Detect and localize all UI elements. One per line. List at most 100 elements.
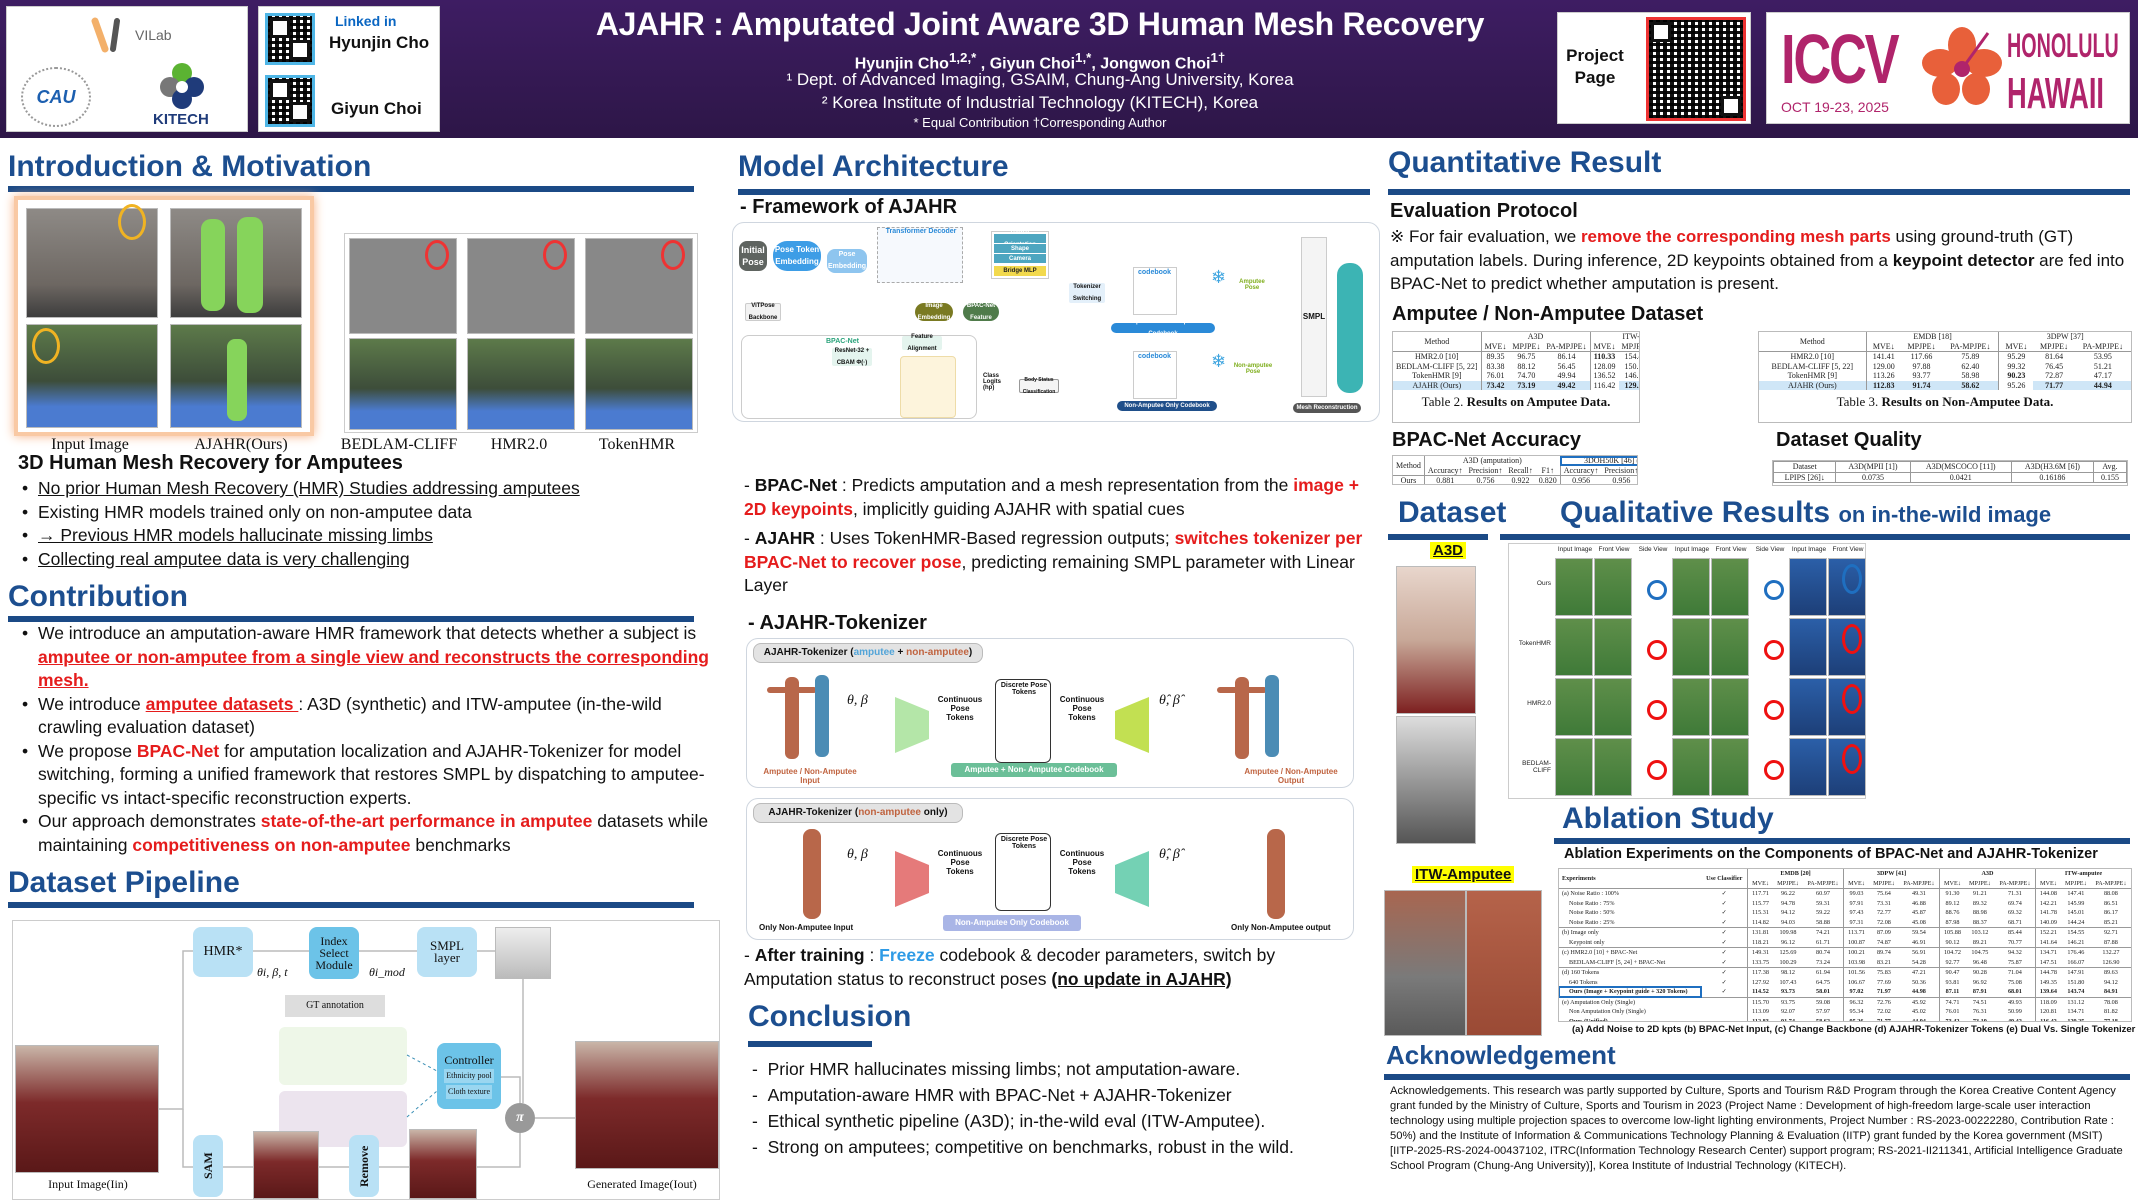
value-cell: 56.45 <box>1557 361 1576 371</box>
value-cell: 95.26 <box>1843 1016 1869 1021</box>
value-cell: 75.08 <box>2007 978 2022 986</box>
value-cell: 106.67 <box>1843 977 1869 987</box>
value-cell: 98.12 <box>1780 969 1795 976</box>
section-divider <box>1388 534 1488 540</box>
continuous-tokens-label: Continuous Pose Tokens <box>1059 695 1105 722</box>
qualitative-result-image <box>1711 738 1749 796</box>
value-cell: 84.91 <box>2103 988 2118 995</box>
tokenizer-diagram-unified: AJAHR-Tokenizer (amputee + non-amputee) … <box>746 638 1354 788</box>
value-cell: 89.21 <box>1972 938 1987 946</box>
table-row: TokenHMR [9]76.0174.7049.94136.52146.129… <box>1393 371 1639 381</box>
project-page-qr[interactable] <box>1646 17 1746 121</box>
transformer-decoder: Transformer Decoder <box>877 227 963 283</box>
value-cell: 58.01 <box>1816 988 1830 995</box>
column-header: Dataset <box>1773 461 1837 473</box>
itw-sample-image-2 <box>1466 890 1542 1036</box>
column-header: MVE↓ <box>1589 341 1619 352</box>
value-cell: 89.32 <box>1972 899 1987 907</box>
value-cell: 142.21 <box>2034 898 2061 908</box>
column-header: Method <box>1424 336 1450 346</box>
index-select-node: Index Select Module <box>309 927 359 979</box>
value-cell: 89.12 <box>1938 898 1965 908</box>
unified-input-label: Amputee / Non-Amputee Input <box>763 767 857 785</box>
ajahr-output-1 <box>170 208 302 318</box>
value-cell: 129.25 <box>2067 1017 2085 1022</box>
value-cell: 0.956 <box>1559 475 1602 484</box>
intro-bullet-sub: → Previous HMR models hallucinate missin… <box>16 524 706 548</box>
value-cell: 87.88 <box>2103 938 2118 946</box>
section-divider <box>1500 534 2130 540</box>
value-cell: 88.37 <box>1972 918 1987 926</box>
table-header-row: MVE↓MPJPE↓PA-MPJPE↓MVE↓MPJPE↓PA-MPJPE↓MV… <box>1559 878 2131 889</box>
value-cell: 50.36 <box>1911 978 1926 986</box>
iccv-logo-box: ICCV OCT 19-23, 2025 HONOLULU HAWAII <box>1766 12 2130 124</box>
tokenizer-subtitle: - AJAHR-Tokenizer <box>748 612 927 634</box>
value-cell: 150.12 <box>1624 361 1639 371</box>
classifier-check: ✓ <box>1721 918 1727 926</box>
value-cell: 97.31 <box>1843 917 1869 928</box>
value-cell: 90.28 <box>1972 969 1987 976</box>
value-cell: 125.69 <box>1779 949 1797 956</box>
value-cell: 72.76 <box>1876 998 1891 1006</box>
eval-protocol-text: ※ For fair evaluation, we remove the cor… <box>1390 227 2125 293</box>
decoder-shape <box>1115 851 1149 907</box>
value-cell: 45.87 <box>1911 909 1926 916</box>
value-cell: 127.92 <box>1747 977 1773 987</box>
value-cell: 58.62 <box>1816 1017 1830 1022</box>
value-cell: 56.91 <box>1911 949 1926 956</box>
value-cell: 73.24 <box>1816 958 1830 966</box>
conclusion-item: - Ethical synthetic pipeline (A3D); in-t… <box>752 1111 1266 1131</box>
ajahr-description: - AJAHR : Uses TokenHMR-Based regression… <box>744 528 1363 595</box>
value-cell: 91.21 <box>1972 890 1987 897</box>
value-cell: 146.12 <box>1624 371 1639 380</box>
value-cell: 74.87 <box>1876 938 1891 946</box>
column-header: MPJPE↓ <box>1777 879 1799 887</box>
bpac-description: - BPAC-Net : Predicts amputation and a m… <box>744 475 1359 519</box>
qr-code-giyun[interactable] <box>265 75 315 127</box>
value-cell: 87.09 <box>1876 929 1891 936</box>
column-header: Precision↑ <box>1604 465 1638 475</box>
equal-contribution-note: * Equal Contribution †Corresponding Auth… <box>913 115 1167 130</box>
value-cell: 89.74 <box>1876 949 1891 956</box>
removed-output-image <box>409 1129 477 1199</box>
value-cell: 44.98 <box>1911 988 1926 995</box>
value-cell: 126.90 <box>2102 958 2120 966</box>
qr-code-hyunjin[interactable] <box>265 13 315 65</box>
column-header: Avg. <box>2092 461 2127 473</box>
value-cell: LPIPS [26]↓ <box>1773 471 1837 483</box>
table-2-caption: Table 2. Results on Amputee Data. <box>1421 394 1611 409</box>
authors: Hyunjin Cho1,2,* , Giyun Choi1,*, Jongwo… <box>854 50 1226 73</box>
itw-amputee-label: ITW-Amputee <box>1412 866 1515 884</box>
method-cell: BEDLAM-CLIFF [5, 22] <box>1771 361 1854 371</box>
intro-bullets: No prior Human Mesh Recovery (HMR) Studi… <box>16 477 706 571</box>
non-amputee-pose-label: Non-amputee Pose <box>1233 363 1273 375</box>
value-cell: 90.23 <box>1998 371 2034 381</box>
classifier-check: ✓ <box>1721 938 1727 946</box>
intro-figure-baselines <box>344 233 698 433</box>
unified-output-label: Amputee / Non-Amputee Output <box>1244 767 1338 785</box>
section-divider <box>738 189 1370 195</box>
qualitative-result-image <box>1672 678 1710 736</box>
value-cell: 166.07 <box>2067 958 2085 966</box>
value-cell: 147.91 <box>2067 969 2085 976</box>
section-divider <box>8 616 694 622</box>
column-header: MVE↓ <box>1843 878 1869 889</box>
group-header: EMDB [20] <box>1747 869 1844 879</box>
value-cell: 44.94 <box>1911 1017 1926 1022</box>
group-header: ITW-amputee <box>1589 332 1639 342</box>
value-cell: 70.77 <box>2007 938 2022 946</box>
conclusion-item: - Strong on amputees; competitive on ben… <box>752 1137 1294 1157</box>
value-cell: 64.75 <box>1816 978 1830 986</box>
contribution-item: We propose BPAC-Net for amputation local… <box>16 740 716 811</box>
value-cell: 73.42 <box>1938 1016 1965 1021</box>
value-cell: 145.99 <box>2067 899 2085 907</box>
value-cell: 0.820 <box>1538 476 1557 485</box>
error-circle <box>543 240 567 270</box>
experiment-cell: BEDLAM-CLIFF [5, 24] + BPAC-Net <box>1569 958 1666 966</box>
location-line-1: HONOLULU <box>2007 27 2119 65</box>
bpac-net-block: BPAC-Net ResNet-32 + CBAM Φ(·) Feature A… <box>741 334 977 419</box>
error-circle <box>1764 700 1784 720</box>
